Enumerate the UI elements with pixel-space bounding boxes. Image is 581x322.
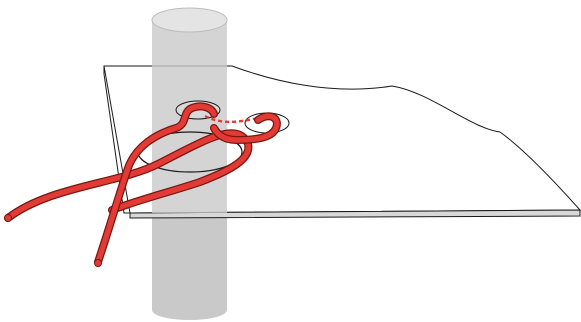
board-left-edge bbox=[103, 66, 130, 214]
post-lower bbox=[152, 214, 227, 320]
rope-working-end bbox=[210, 112, 281, 145]
hidden-rope-dashed bbox=[204, 114, 259, 124]
post-upper bbox=[151, 7, 228, 213]
rope-end-left bbox=[4, 214, 12, 222]
rope-end-bottom bbox=[94, 259, 102, 267]
board-front-edge bbox=[129, 209, 581, 219]
rope-strand-descending bbox=[94, 102, 218, 266]
post-top-cap bbox=[151, 7, 228, 33]
